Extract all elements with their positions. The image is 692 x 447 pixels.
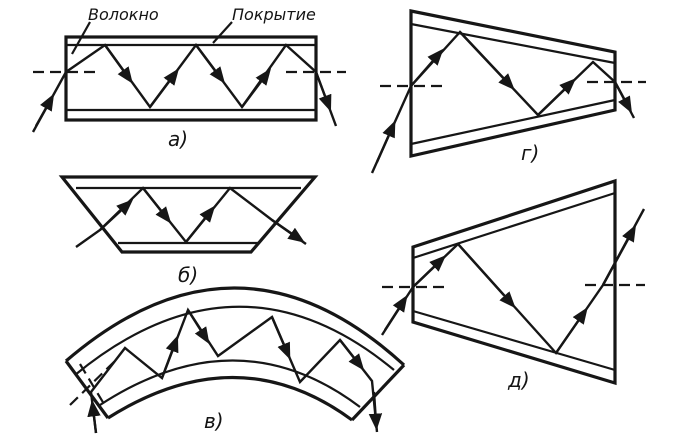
ray-arrow <box>375 120 396 163</box>
ray-arrow <box>537 78 577 116</box>
ray-arrow <box>241 68 272 108</box>
coating-g-top <box>410 22 616 65</box>
fiber-v-inner-edge <box>107 375 353 422</box>
ray-arrow <box>195 44 226 84</box>
coating-d-top <box>412 191 616 260</box>
panel-a-straight-fiber: Волокно Покрытие а) <box>31 5 346 151</box>
label-fiber: Волокно <box>88 5 159 24</box>
fiber-g-outline <box>409 9 617 159</box>
ray-arrow <box>383 294 408 331</box>
ray-arrow <box>457 243 516 309</box>
fiber-v-right-end <box>350 363 406 422</box>
caption-b: б) <box>178 263 198 287</box>
panel-b-trapezoid: б) <box>58 175 319 287</box>
coating-g-bottom <box>410 98 616 146</box>
ray-v <box>89 307 379 434</box>
ray-arrow <box>368 391 383 431</box>
fiber-v-outer-edge <box>64 286 406 367</box>
ray-arrow <box>149 68 180 108</box>
label-coating: Покрытие <box>232 5 316 24</box>
caption-g: г) <box>521 141 539 165</box>
coating-d-bottom <box>412 309 616 372</box>
ray-arrow <box>104 44 133 84</box>
ray-arrow <box>34 93 55 127</box>
ray-arrow <box>142 187 172 224</box>
ray-arrow <box>613 81 633 114</box>
ray-arrow <box>412 255 447 288</box>
ray-arrow <box>270 316 291 360</box>
panel-v-curved-fiber: в) <box>64 286 406 434</box>
ray-arrow <box>555 307 588 354</box>
ray-arrow <box>271 219 305 243</box>
ray-arrow <box>459 31 515 91</box>
ray-arrow <box>601 224 637 286</box>
coating-v-inner <box>99 359 361 408</box>
ray-arrow <box>99 199 134 231</box>
ray-arrow <box>339 339 365 371</box>
leader-fiber <box>71 21 91 55</box>
ray-arrow <box>314 71 332 112</box>
leader-coating <box>212 21 233 44</box>
panel-d-widening-taper: д) <box>380 178 646 392</box>
ray-arrow <box>185 205 216 243</box>
caption-d: д) <box>507 368 530 392</box>
fiber-d-outline <box>411 178 617 386</box>
ray-arrow <box>87 399 101 434</box>
ray-arrow <box>410 48 444 87</box>
panel-g-narrowing-taper: г) <box>370 9 646 174</box>
caption-a: а) <box>168 127 188 151</box>
coating-v-outer <box>74 305 395 376</box>
ray-arrow <box>160 335 179 379</box>
fiber-a-outline <box>64 35 318 122</box>
normal-v-left <box>79 363 105 405</box>
caption-v: в) <box>204 409 224 433</box>
ray-arrow <box>186 309 210 345</box>
